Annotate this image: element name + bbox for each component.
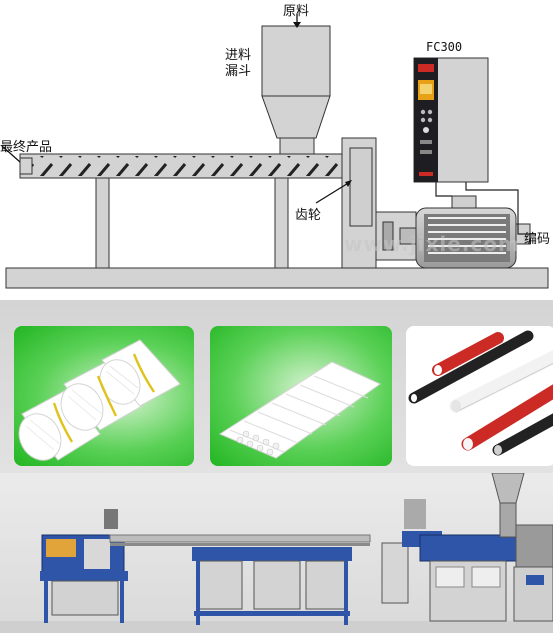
sample-photo-colored-tubes [406, 326, 553, 466]
base-platform [5, 267, 549, 289]
watermark: www.jixie.com [344, 232, 520, 256]
label-gear: 齿轮 [295, 208, 322, 223]
extruder-drive [513, 524, 553, 622]
extruder-schematic: 原料 进料 漏斗 最终产品 齿轮 FC300 编码 www.jixie.com [0, 0, 553, 300]
cutter-unit [40, 509, 128, 623]
feed-hopper [261, 25, 331, 155]
fc300-drive-panel [414, 58, 438, 182]
production-line [0, 473, 553, 633]
label-feed-hopper-line2: 漏斗 [225, 64, 252, 79]
sample-photo-rod-pile [210, 326, 392, 466]
motor [415, 195, 531, 269]
label-final-product: 最终产品 [0, 140, 53, 155]
rod-pile-image [218, 361, 381, 459]
label-feed-hopper-line1: 进料 [225, 48, 252, 63]
label-raw-material: 原料 [283, 4, 310, 19]
schematic-drawing [1, 14, 549, 289]
haul-off-unit [192, 547, 352, 625]
extruder-hopper [491, 473, 525, 538]
colored-tubes-image [408, 330, 553, 456]
extruder-machine [381, 499, 517, 622]
wiring [435, 182, 530, 235]
gearbox [341, 137, 377, 269]
production-line-image [0, 473, 553, 633]
barrel-support-right [274, 177, 289, 269]
gear-arrow [315, 181, 351, 204]
product-samples [0, 300, 553, 473]
final-product-arrow [1, 145, 21, 163]
fc300-cabinet [413, 57, 489, 183]
screw-thread [30, 156, 348, 176]
conveyor-rail [109, 534, 371, 543]
bundled-rods-image [18, 339, 181, 461]
label-fc300: FC300 [426, 40, 463, 54]
barrel-support-left [95, 177, 110, 269]
label-encoder: 编码 [524, 232, 551, 247]
coupling [375, 211, 417, 261]
sample-photo-bundled-rods [14, 326, 194, 466]
